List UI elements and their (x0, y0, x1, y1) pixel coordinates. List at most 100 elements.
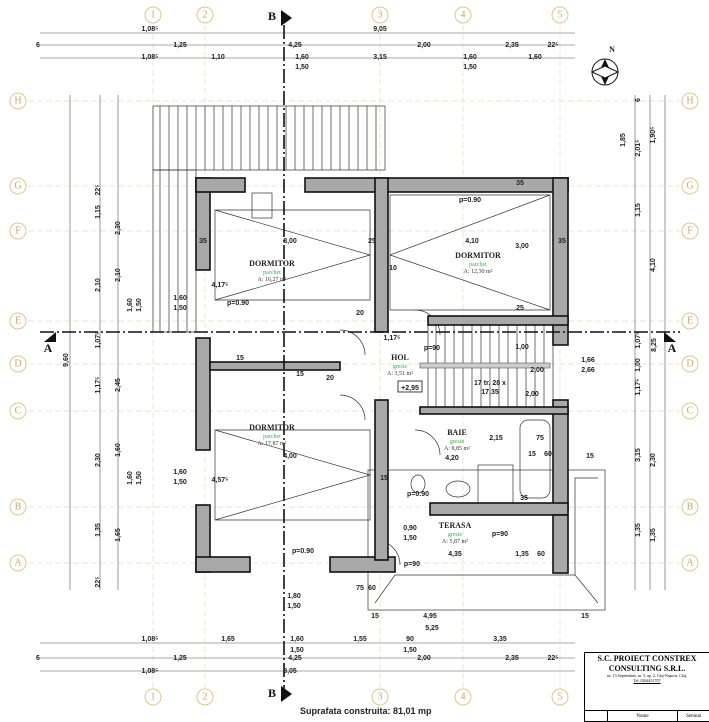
dimension-left: 1,35 (95, 523, 102, 537)
dimension-inner: 35 (199, 238, 207, 245)
axis-number-5: 5 (558, 10, 563, 21)
balcony-deck (152, 105, 386, 171)
dimension-left: 22⁵ (95, 576, 102, 587)
room-name: DORMITOR (455, 251, 501, 260)
axis-letter-C: C (15, 406, 22, 417)
room-area: A: 3,51 m² (387, 371, 413, 377)
dimension-right: 2,30 (650, 453, 657, 467)
room-finish: gresie (393, 364, 408, 370)
dimension-inner: 15 (371, 613, 379, 620)
door-swing (414, 429, 441, 456)
axis-bubble (9, 498, 27, 516)
axis-bubble (9, 402, 27, 420)
signature-header-row: Nume Semnat (585, 710, 709, 722)
dimension-bottom: 4,25 (288, 655, 302, 662)
opening-label: 1,50 (403, 535, 417, 542)
dimension-bottom: 1,25 (173, 655, 187, 662)
dimension-inner: 20 (356, 310, 364, 317)
wall (374, 399, 389, 561)
dimension-right: 2,01⁵ (635, 140, 642, 157)
axis-bubble (9, 177, 27, 195)
dimension-left: 1,17⁵ (95, 377, 102, 394)
col-sign: Semnat (686, 714, 702, 719)
section-arrow (281, 686, 292, 702)
axis-bubble (9, 554, 27, 572)
axis-bubble (144, 688, 162, 706)
axis-letter-E: E (15, 316, 21, 327)
axis-letter-A: A (14, 558, 22, 569)
dimension-bottom: 1,55 (353, 636, 367, 643)
room-name: DORMITOR (249, 259, 295, 268)
dimension-inner: 60 (537, 551, 545, 558)
dimension-right: 1,07⁵ (635, 332, 642, 349)
title-block: S.C. PROIECT CONSTREX CONSULTING S.R.L. … (584, 652, 709, 722)
dimension-bottom: 22⁵ (547, 655, 558, 662)
section-arrow (281, 10, 292, 26)
axis-letter-G: G (14, 181, 21, 192)
stairs-label: 17,35 (481, 389, 499, 396)
dimension-left: 22⁵ (95, 184, 102, 195)
dimension-right: 3,15 (635, 448, 642, 462)
axis-bubble (681, 177, 699, 195)
dimension-right: 1,85 (620, 133, 627, 147)
dimension-top: 1,50 (463, 64, 477, 71)
room-finish: parchet (263, 270, 281, 276)
axis-number-5: 5 (558, 692, 563, 703)
dimension-left: 2,30 (95, 453, 102, 467)
dimension-top: 2,00 (417, 42, 431, 49)
dimension-inner: 20 (326, 375, 334, 382)
washbasin (445, 480, 471, 498)
built-surface-text: Suprafata construita: 81,01 mp (300, 706, 432, 716)
dimension-inner: 2,15 (489, 435, 503, 442)
opening-label: p=90 (424, 345, 440, 352)
wall (552, 177, 569, 346)
dimension-inner: 4,20 (445, 455, 459, 462)
dimension-left: 2,45 (115, 378, 122, 392)
level-mark-box (397, 380, 423, 393)
axis-number-1: 1 (151, 692, 156, 703)
axis-bubble (9, 92, 27, 110)
dimension-bottom: 1,50 (403, 647, 417, 654)
level-mark: +2,95 (401, 385, 419, 392)
room-area: A: 12,30 m² (464, 269, 493, 275)
dimension-inner: 1,35 (515, 551, 529, 558)
dimension-top: 1,60 (463, 54, 477, 61)
dimension-bottom: 2,00 (417, 655, 431, 662)
room-finish: parchet (263, 434, 281, 440)
bed (388, 194, 551, 311)
company-address: str. 13 Septembrie, nr. 5, ap. 2, Cluj-N… (606, 673, 688, 678)
dimension-inner: 60 (368, 585, 376, 592)
dimension-inner: 8,00 (283, 238, 297, 245)
opening-label: p=90 (404, 561, 420, 568)
dimension-right: 1,00 (635, 358, 642, 372)
dimension-inner: 2,00 (530, 367, 544, 374)
axis-letter-E: E (687, 316, 693, 327)
axis-bubble (371, 688, 389, 706)
bathtub (519, 419, 551, 499)
bed (214, 429, 372, 521)
room-area: A: 5,87 m² (442, 539, 468, 545)
axis-bubble (9, 222, 27, 240)
dimension-right: 1,35 (650, 528, 657, 542)
col-blank (585, 711, 608, 722)
dimension-inner: 3,00 (515, 243, 529, 250)
dimension-left: 2,10 (115, 268, 122, 282)
dimension-bottom: 9,05 (283, 668, 297, 675)
dimension-inner: 1,17⁵ (384, 335, 401, 342)
stair-handrail (419, 362, 551, 369)
section-arrow (44, 332, 56, 342)
dimension-right: 6 (635, 98, 642, 102)
axis-number-1: 1 (151, 10, 156, 21)
dimension-inner: 5,25 (425, 625, 439, 632)
axis-number-2: 2 (203, 692, 208, 703)
north-label: N (609, 45, 615, 54)
axis-letter-F: F (15, 226, 21, 237)
dimension-right: 1,15 (635, 203, 642, 217)
dimension-left: 9,60 (63, 353, 70, 367)
dimension-right: 1,17⁵ (635, 379, 642, 396)
axis-bubble (551, 6, 569, 24)
axis-bubble (454, 688, 472, 706)
axis-letter-B: B (15, 502, 22, 513)
axis-bubble (9, 355, 27, 373)
